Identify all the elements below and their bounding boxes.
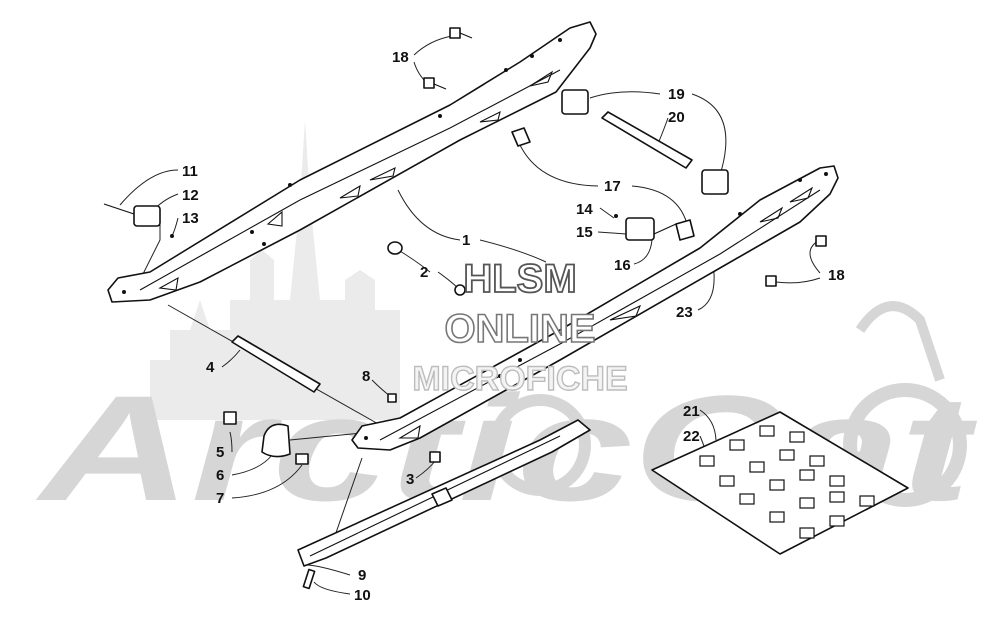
- callout-14: 14: [576, 201, 593, 218]
- callout-20: 20: [668, 109, 685, 126]
- spacer-17-b: [675, 219, 695, 241]
- callout-23: 23: [676, 304, 693, 321]
- callout-6: 6: [216, 467, 224, 484]
- watermark-wheel-2: [489, 394, 591, 496]
- slide-block-6: [261, 423, 291, 458]
- callout-10: 10: [354, 587, 371, 604]
- bolt-18-right-b: [765, 275, 777, 287]
- watermark-wheel: [843, 383, 967, 507]
- callout-9: 9: [358, 567, 366, 584]
- axle-4: [231, 335, 321, 393]
- bumper-15: [625, 217, 655, 241]
- callout-13: 13: [182, 210, 199, 227]
- callout-17: 17: [604, 178, 621, 195]
- callout-22: 22: [683, 428, 700, 445]
- watermark-skyline: [150, 120, 400, 420]
- watermark-hlsm: HLSM: [463, 257, 576, 301]
- callout-18-right: 18: [828, 267, 845, 284]
- bolt-18-top-a: [449, 27, 473, 39]
- washer-2: [387, 241, 403, 255]
- callout-8: 8: [362, 368, 370, 385]
- watermark-text: HLSM ONLINE MICROFICHE: [412, 256, 629, 399]
- bumper-12: [133, 205, 161, 227]
- callout-11: 11: [182, 163, 198, 180]
- callout-4: 4: [206, 359, 215, 376]
- callout-21: 21: [683, 403, 700, 420]
- callout-12: 12: [182, 187, 199, 204]
- slide-9: [297, 419, 591, 590]
- bolt-3: [429, 451, 441, 463]
- callout-7: 7: [216, 490, 224, 507]
- callout-5: 5: [216, 444, 224, 461]
- nut-5: [223, 411, 237, 425]
- bushing-19-a: [561, 89, 589, 115]
- bolt-18-right-a: [815, 235, 827, 247]
- leader-lines: [119, 35, 821, 595]
- bolt-18-top-b: [423, 77, 447, 90]
- callout-labels: 18 19 20 11 12 13 17 14 15 1 16 2 18 23 …: [182, 49, 845, 604]
- bolt-7: [295, 453, 309, 465]
- callout-19: 19: [668, 86, 685, 103]
- spacer-17-a: [511, 127, 531, 147]
- watermark-microfiche: MICROFICHE: [412, 360, 627, 398]
- left-rail: [107, 21, 597, 303]
- track-clip-panel: [651, 411, 909, 555]
- callout-18-top: 18: [392, 49, 409, 66]
- callout-2: 2: [420, 264, 428, 281]
- watermark-bike-frame: [855, 301, 945, 382]
- hardware-parts: [103, 27, 827, 465]
- watermark-online: ONLINE: [444, 307, 595, 351]
- callout-1: 1: [462, 232, 470, 249]
- callout-3: 3: [406, 471, 414, 488]
- right-rail: [351, 165, 839, 451]
- shaft-20: [601, 111, 693, 169]
- nut-8: [387, 393, 397, 403]
- callout-15: 15: [576, 224, 593, 241]
- bushing-19-b: [701, 169, 729, 195]
- callout-16: 16: [614, 257, 631, 274]
